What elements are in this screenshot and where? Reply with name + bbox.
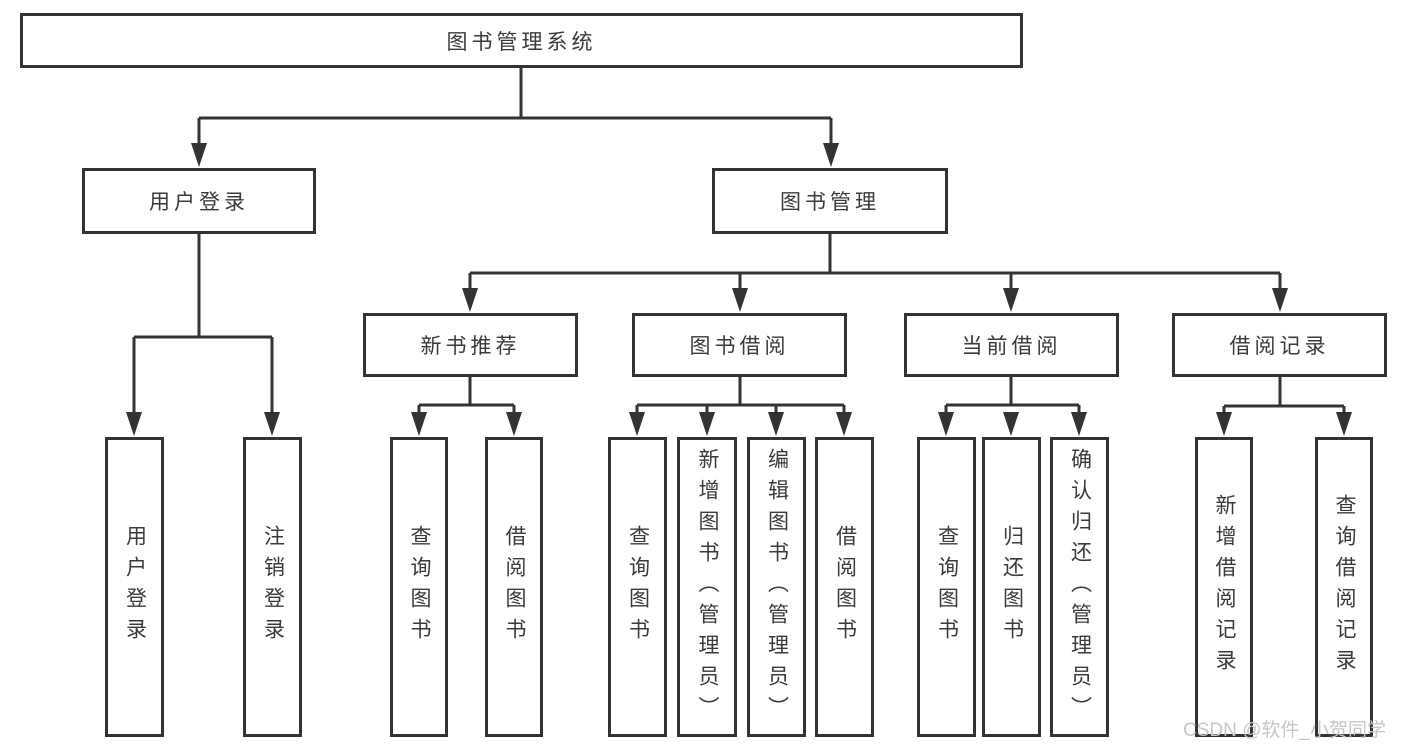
node-leaf-edit-book-admin: 编辑图书（管理员） bbox=[747, 437, 806, 737]
node-label: 借阅图书 bbox=[503, 525, 526, 649]
arrow-down-icon bbox=[411, 412, 427, 436]
node-new-book-recommend: 新书推荐 bbox=[363, 313, 578, 377]
node-leaf-query-book-borrow: 查询图书 bbox=[608, 437, 667, 737]
node-leaf-query-book-recommend: 查询图书 bbox=[390, 437, 448, 737]
connector-new-book-to-leaves bbox=[417, 377, 516, 416]
node-label: 用户登录 bbox=[149, 191, 249, 214]
arrow-down-icon bbox=[836, 412, 852, 436]
node-label: 借阅图书 bbox=[833, 525, 857, 649]
arrow-down-icon bbox=[938, 412, 954, 436]
arrow-down-icon bbox=[1216, 412, 1232, 436]
node-root-system: 图书管理系统 bbox=[20, 13, 1023, 68]
connector-book-borrow-to-leaves bbox=[635, 377, 846, 416]
arrow-down-icon bbox=[629, 412, 645, 436]
node-label: 用户登录 bbox=[123, 525, 147, 649]
node-leaf-add-book-admin: 新增图书（管理员） bbox=[677, 437, 737, 737]
node-label: 新增借阅记录 bbox=[1213, 494, 1236, 680]
arrow-down-icon bbox=[699, 412, 715, 436]
connector-book-mgmt-to-level3 bbox=[468, 233, 1282, 292]
node-label: 查询图书 bbox=[626, 525, 650, 649]
node-leaf-user-login: 用户登录 bbox=[105, 437, 164, 737]
node-label: 图书管理系统 bbox=[446, 30, 597, 54]
arrow-down-icon bbox=[1272, 288, 1288, 312]
node-leaf-add-borrow-record: 新增借阅记录 bbox=[1195, 437, 1253, 737]
node-label: 查询图书 bbox=[408, 525, 431, 649]
arrow-down-icon bbox=[126, 412, 142, 436]
node-leaf-return-book: 归还图书 bbox=[982, 437, 1041, 737]
node-user-login: 用户登录 bbox=[82, 168, 316, 234]
arrow-down-icon bbox=[191, 143, 207, 167]
connector-borrow-record-to-leaves bbox=[1222, 377, 1346, 416]
node-label: 图书借阅 bbox=[689, 335, 790, 358]
connector-user-login-to-leaves bbox=[132, 233, 274, 416]
node-label: 归还图书 bbox=[1000, 525, 1024, 649]
node-leaf-borrow-book: 借阅图书 bbox=[815, 437, 874, 737]
csdn-watermark: CSDN @软件_小贺同学 bbox=[1183, 720, 1386, 741]
node-borrow-records: 借阅记录 bbox=[1172, 313, 1387, 377]
arrow-down-icon bbox=[823, 143, 839, 167]
node-label: 新书推荐 bbox=[420, 335, 521, 358]
arrow-down-icon bbox=[732, 288, 748, 312]
arrow-down-icon bbox=[506, 412, 522, 436]
arrow-down-icon bbox=[1003, 288, 1019, 312]
node-label: 当前借阅 bbox=[961, 335, 1062, 358]
node-leaf-confirm-return-admin: 确认归还（管理员） bbox=[1050, 437, 1109, 737]
connector-root-to-level2 bbox=[197, 66, 833, 147]
node-label: 注销登录 bbox=[261, 525, 285, 649]
node-label: 借阅记录 bbox=[1229, 335, 1330, 358]
node-label: 查询借阅记录 bbox=[1333, 494, 1356, 680]
node-label: 查询图书 bbox=[935, 525, 959, 649]
node-label: 图书管理 bbox=[780, 191, 880, 214]
arrow-down-icon bbox=[1003, 412, 1019, 436]
node-current-borrow: 当前借阅 bbox=[904, 313, 1119, 377]
arrow-down-icon bbox=[1336, 412, 1352, 436]
node-label: 编辑图书（管理员） bbox=[765, 447, 789, 727]
node-leaf-query-borrow-record: 查询借阅记录 bbox=[1315, 437, 1373, 737]
node-label: 新增图书（管理员） bbox=[696, 447, 719, 727]
node-book-borrow: 图书借阅 bbox=[632, 313, 847, 377]
arrow-down-icon bbox=[768, 412, 784, 436]
connector-current-borrow-to-leaves bbox=[944, 377, 1081, 416]
node-leaf-logout: 注销登录 bbox=[243, 437, 302, 737]
node-book-management: 图书管理 bbox=[712, 168, 948, 234]
arrow-down-icon bbox=[462, 288, 478, 312]
node-leaf-borrow-book-recommend: 借阅图书 bbox=[485, 437, 543, 737]
node-label: 确认归还（管理员） bbox=[1068, 447, 1092, 727]
arrow-down-icon bbox=[264, 412, 280, 436]
arrow-down-icon bbox=[1071, 412, 1087, 436]
node-leaf-query-book-current: 查询图书 bbox=[917, 437, 976, 737]
